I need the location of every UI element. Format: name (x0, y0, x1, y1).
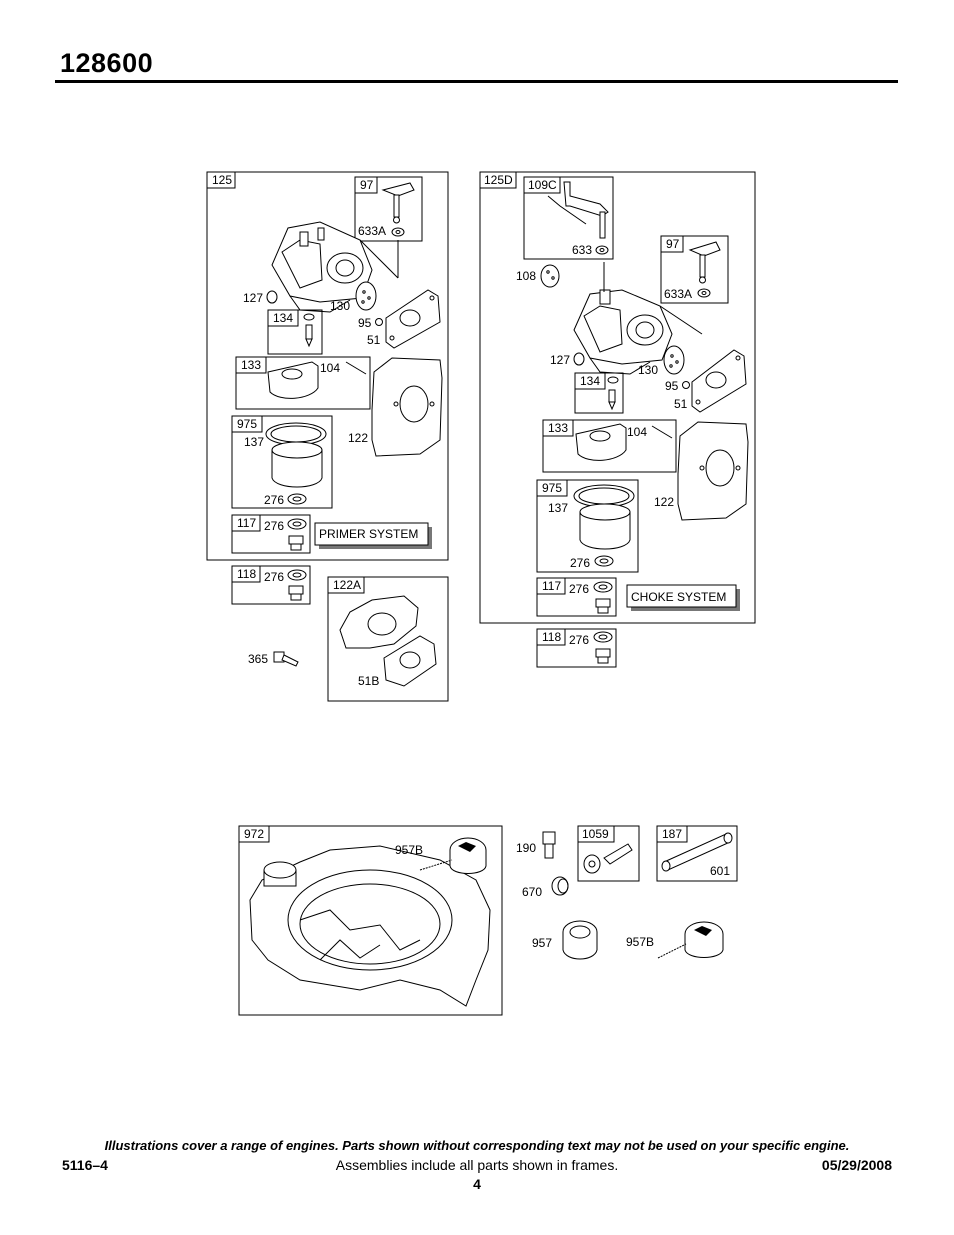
label-187: 187 (662, 827, 682, 841)
label-601: 601 (710, 864, 730, 878)
label-957: 957 (532, 936, 552, 950)
label-975: 975 (237, 417, 257, 431)
label-127: 127 (243, 291, 263, 305)
float-icon (575, 423, 627, 461)
label-633A: 633A (664, 287, 692, 301)
label-122A: 122A (333, 578, 361, 592)
label-276: 276 (570, 556, 590, 570)
frame-118-left: 118 276 (231, 565, 311, 605)
label-125: 125 (212, 173, 232, 187)
gasket-51-icon (385, 289, 441, 349)
label-190: 190 (516, 841, 536, 855)
page-number: 4 (473, 1176, 481, 1192)
fuel-bowl-icon (573, 484, 635, 550)
label-104: 104 (627, 425, 647, 439)
label-51: 51 (674, 397, 688, 411)
label-276: 276 (569, 633, 589, 647)
frame-125: 125 97 633A 127 130 (206, 171, 449, 561)
label-125D: 125D (484, 173, 513, 187)
page-title: 128600 (60, 48, 154, 78)
frame-187: 187 601 (656, 825, 738, 882)
footer-disclaimer: Illustrations cover a range of engines. … (104, 1138, 850, 1153)
plate-130-icon (355, 281, 377, 311)
spacer-122-icon (371, 357, 443, 457)
label-276: 276 (264, 519, 284, 533)
fitting-190-icon (542, 831, 556, 859)
label-122: 122 (348, 431, 368, 445)
lever-part-icon (688, 241, 721, 284)
footer-code: 5116–4 (62, 1157, 108, 1173)
label-957B: 957B (626, 935, 654, 949)
frame-972: 972 957B (238, 825, 503, 1016)
label-133: 133 (548, 421, 568, 435)
lever-part-icon (381, 182, 415, 224)
label-1059: 1059 (582, 827, 609, 841)
label-365: 365 (248, 652, 268, 666)
label-117: 117 (237, 516, 256, 530)
fuel-cap-gauge-icon (657, 921, 724, 959)
grommet-670-icon (551, 876, 569, 896)
label-134: 134 (273, 311, 293, 325)
fuel-tank-icon (249, 845, 491, 1007)
label-134: 134 (580, 374, 600, 388)
label-95: 95 (665, 379, 679, 393)
fuel-bowl-icon (265, 422, 327, 488)
label-118: 118 (542, 630, 561, 644)
label-276: 276 (569, 582, 589, 596)
title-rule (55, 80, 898, 83)
label-95: 95 (358, 316, 372, 330)
label-975: 975 (542, 481, 562, 495)
bowl-nut-icon (288, 535, 304, 551)
primer-system-label: PRIMER SYSTEM (319, 527, 418, 541)
label-133: 133 (241, 358, 261, 372)
spacer-122-icon (677, 421, 749, 521)
footer-assemblies-note: Assemblies include all parts shown in fr… (335, 1157, 619, 1173)
label-117: 117 (542, 579, 561, 593)
label-276: 276 (264, 570, 284, 584)
label-633: 633 (572, 243, 592, 257)
label-137: 137 (548, 501, 568, 515)
label-122: 122 (654, 495, 674, 509)
label-51: 51 (367, 333, 381, 347)
label-633A: 633A (358, 224, 386, 238)
carburetor-body-icon (271, 221, 399, 313)
footer-date: 05/29/2008 (821, 1157, 892, 1173)
gasket-51-icon (691, 349, 747, 413)
label-97: 97 (666, 237, 680, 251)
fuel-cap-gauge-icon (419, 837, 487, 874)
frame-1059: 1059 (577, 825, 640, 882)
bolt-365-icon (273, 651, 299, 667)
frame-125D: 125D 109C 633 108 97 633A (479, 171, 756, 624)
label-276: 276 (264, 493, 284, 507)
label-51B: 51B (358, 674, 379, 688)
label-118: 118 (237, 567, 256, 581)
label-109C: 109C (528, 178, 557, 192)
carburetor-body-icon (573, 262, 703, 375)
label-97: 97 (360, 178, 374, 192)
label-957B: 957B (395, 843, 423, 857)
label-130: 130 (638, 363, 658, 377)
plate-130-icon (663, 345, 685, 375)
float-icon (267, 361, 319, 399)
choke-lever-icon (547, 181, 609, 239)
fuel-cap-icon (562, 920, 598, 960)
choke-system-label: CHOKE SYSTEM (631, 590, 726, 604)
label-670: 670 (522, 885, 542, 899)
label-137: 137 (244, 435, 264, 449)
frame-118-right: 118 276 (536, 628, 617, 668)
label-130: 130 (330, 299, 350, 313)
label-104: 104 (320, 361, 340, 375)
frame-122A: 122A 51B (327, 576, 449, 702)
label-127: 127 (550, 353, 570, 367)
needle-valve-icon (303, 313, 315, 348)
label-972: 972 (244, 827, 264, 841)
label-108: 108 (516, 269, 536, 283)
plate-108-icon (540, 264, 560, 288)
